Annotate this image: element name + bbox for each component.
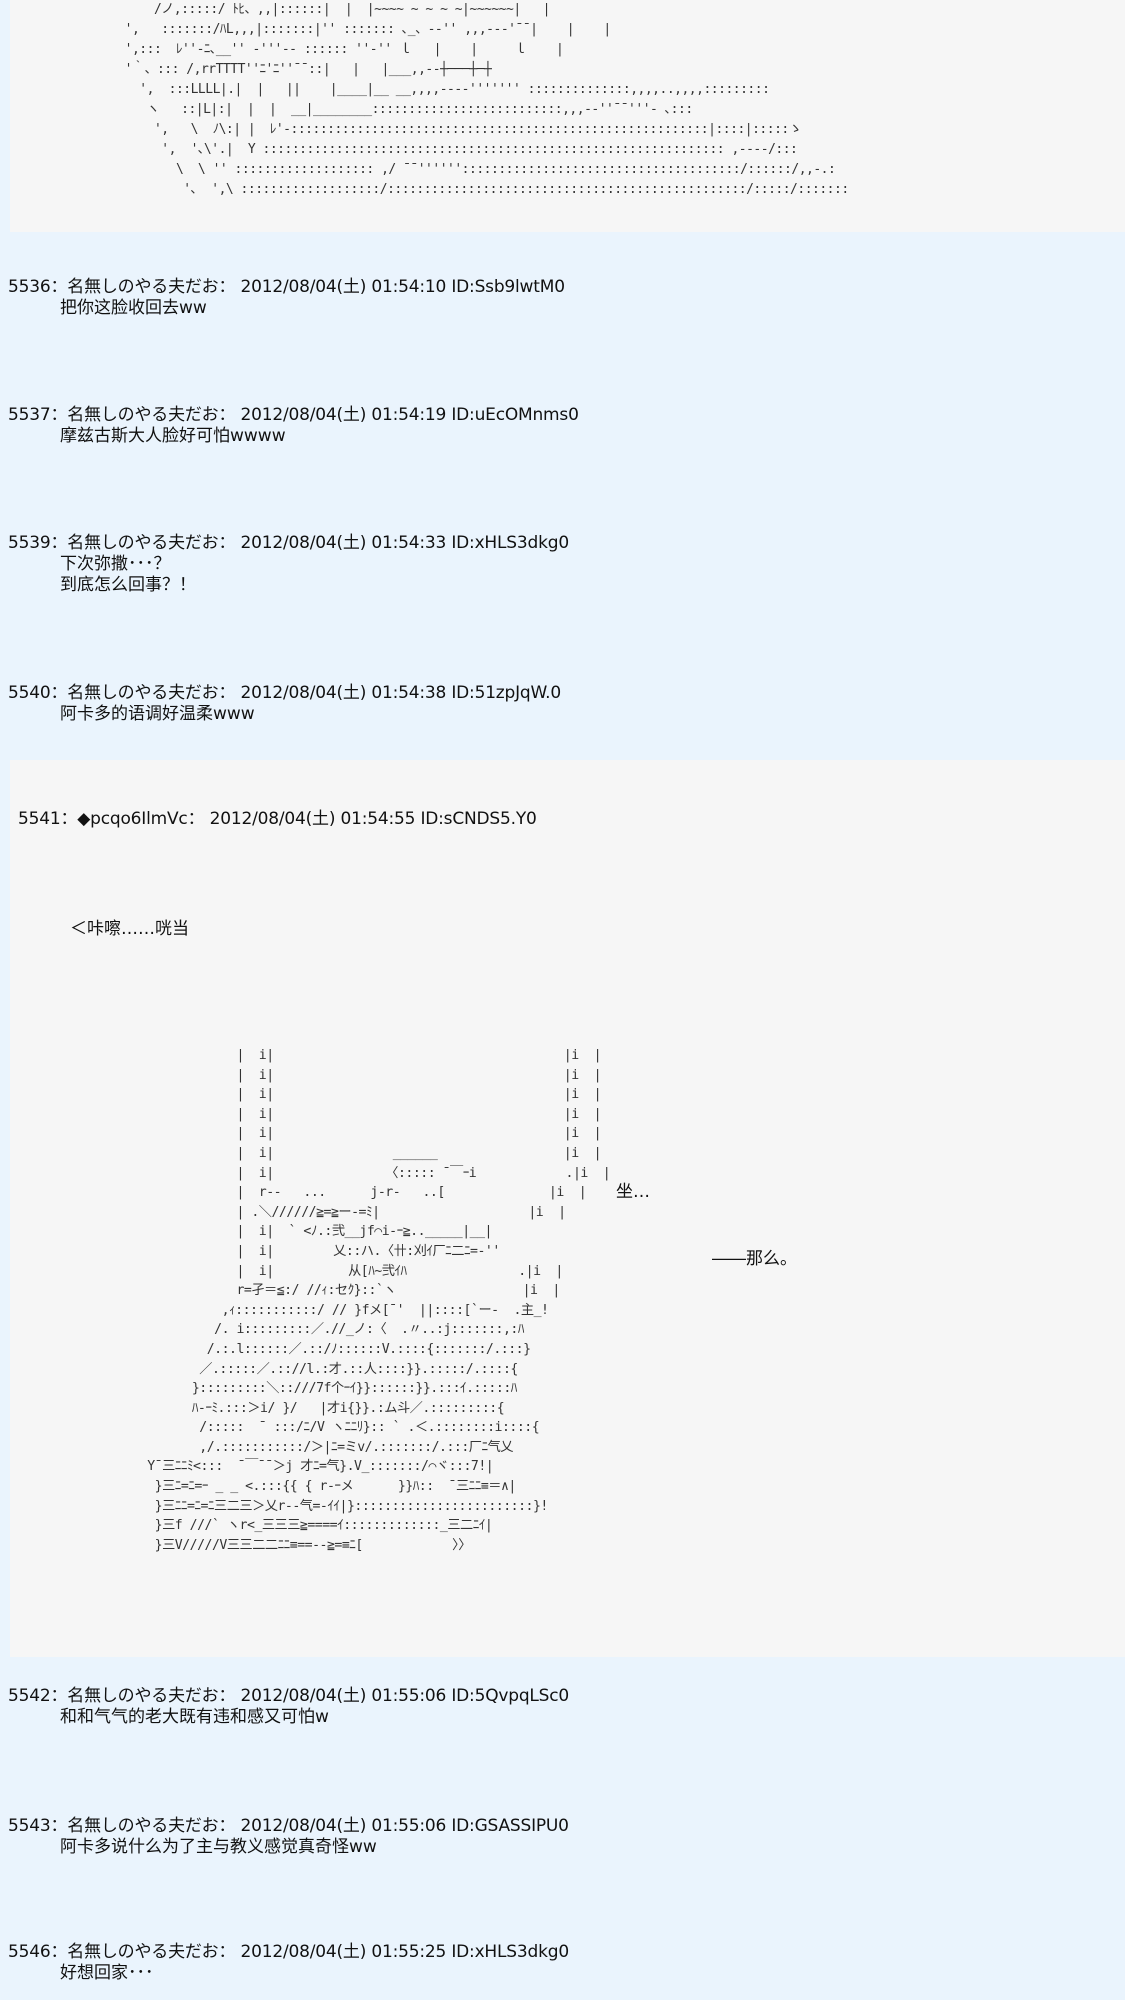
post-header: 5537：名無しのやる夫だお： 2012/08/04(土) 01:54:19 I…: [8, 400, 579, 425]
post-body-line: 阿卡多说什么为了主与教义感觉真奇怪ww: [60, 1837, 377, 1857]
post-5537: 5537：名無しのやる夫だお： 2012/08/04(土) 01:54:19 I…: [0, 374, 1125, 500]
post-id: ID:5QvpqLSc0: [451, 1686, 570, 1706]
post-name: 名無しのやる夫だお: [67, 683, 219, 703]
post-separator: ：: [218, 277, 236, 297]
post-header: 5540：名無しのやる夫だお： 2012/08/04(土) 01:54:38 I…: [8, 678, 561, 703]
post-body-line: 下次弥撒･･･？: [60, 554, 171, 574]
post-header: 5546：名無しのやる夫だお： 2012/08/04(土) 01:55:25 I…: [8, 1937, 569, 1962]
post-body-line: 到底怎么回事？！: [60, 575, 196, 595]
post-separator: ：: [50, 1816, 68, 1836]
post-separator: ：: [218, 1816, 236, 1836]
post-separator: ：: [60, 809, 78, 829]
post-separator: ：: [218, 1942, 236, 1962]
post-separator: ：: [218, 683, 236, 703]
post-number: 5537: [8, 405, 51, 425]
post-number: 5542: [8, 1686, 51, 1706]
post-datetime: 2012/08/04(土) 01:54:38: [240, 683, 447, 703]
post-name: 名無しのやる夫だお: [67, 405, 219, 425]
post-5539: 5539：名無しのやる夫だお： 2012/08/04(土) 01:54:33 I…: [0, 500, 1125, 650]
post-header: 5542：名無しのやる夫だお： 2012/08/04(土) 01:55:06 I…: [8, 1681, 569, 1706]
post-5546: 5546：名無しのやる夫だお： 2012/08/04(土) 01:55:25 I…: [0, 1909, 1125, 2000]
post-separator: ：: [50, 1686, 68, 1706]
post-name: 名無しのやる夫だお: [67, 533, 219, 553]
post-separator: ：: [187, 809, 205, 829]
post-name: ◆pcqo6IlmVc: [77, 809, 188, 829]
post-5536: 5536：名無しのやる夫だお： 2012/08/04(土) 01:54:10 I…: [0, 232, 1125, 374]
post-header: 5539：名無しのやる夫だお： 2012/08/04(土) 01:54:33 I…: [8, 528, 569, 553]
post-id: ID:51zpJqW.0: [451, 683, 562, 703]
post-separator: ：: [50, 683, 68, 703]
ascii-art-main: | i| |i | | i| |i | | i| |i |: [147, 1048, 611, 1553]
post-body-line: 和和气气的老大既有违和感又可怕w: [60, 1707, 329, 1727]
post-number: 5543: [8, 1816, 51, 1836]
post-separator: ：: [218, 1686, 236, 1706]
post-5540: 5540：名無しのやる夫だお： 2012/08/04(土) 01:54:38 I…: [0, 650, 1125, 760]
post-datetime: 2012/08/04(土) 01:54:55: [209, 809, 416, 829]
post-datetime: 2012/08/04(土) 01:55:06: [240, 1686, 447, 1706]
side-text-then: ――那么。: [712, 1249, 797, 1269]
post-separator: ：: [50, 1942, 68, 1962]
post-id: ID:Ssb9lwtM0: [451, 277, 565, 297]
post-number: 5546: [8, 1942, 51, 1962]
aa-post-top: /ノ,:::::/ ﾄﾋ、,,|::::::| | |~~~~ ~ ~ ~ ~|…: [0, 0, 1125, 232]
post-body-line: 阿卡多的语调好温柔www: [60, 704, 255, 724]
post-separator: ：: [50, 277, 68, 297]
post-header: 5541：◆pcqo6IlmVc： 2012/08/04(土) 01:54:55…: [18, 804, 537, 829]
ascii-art-top: /ノ,:::::/ ﾄﾋ、,,|::::::| | |~~~~ ~ ~ ~ ~|…: [124, 2, 850, 197]
post-header: 5543：名無しのやる夫だお： 2012/08/04(土) 01:55:06 I…: [8, 1811, 569, 1836]
post-id: ID:uEcOMnms0: [451, 405, 579, 425]
post-name: 名無しのやる夫だお: [67, 1686, 219, 1706]
post-separator: ：: [218, 533, 236, 553]
post-datetime: 2012/08/04(土) 01:55:25: [240, 1942, 447, 1962]
post-5541: 5541：◆pcqo6IlmVc： 2012/08/04(土) 01:54:55…: [0, 760, 1125, 1657]
post-name: 名無しのやる夫だお: [67, 277, 219, 297]
post-datetime: 2012/08/04(土) 01:54:33: [240, 533, 447, 553]
post-id: ID:xHLS3dkg0: [451, 1942, 569, 1962]
side-text-sit: 坐…: [616, 1182, 650, 1202]
post-id: ID:sCNDS5.Y0: [420, 809, 537, 829]
post-number: 5540: [8, 683, 51, 703]
post-datetime: 2012/08/04(土) 01:55:06: [240, 1816, 447, 1836]
post-separator: ：: [50, 405, 68, 425]
post-id: ID:xHLS3dkg0: [451, 533, 569, 553]
post-body-line: 好想回家･･･: [60, 1963, 154, 1983]
post-separator: ：: [50, 533, 68, 553]
post-name: 名無しのやる夫だお: [67, 1942, 219, 1962]
post-body-line: ＜咔嚓……咣当: [70, 919, 189, 939]
post-body-line: 把你这脸收回去ww: [60, 298, 207, 318]
post-separator: ：: [218, 405, 236, 425]
post-datetime: 2012/08/04(土) 01:54:19: [240, 405, 447, 425]
post-body-line: 摩兹古斯大人脸好可怕wwww: [60, 426, 286, 446]
post-header: 5536：名無しのやる夫だお： 2012/08/04(土) 01:54:10 I…: [8, 272, 565, 297]
post-5543: 5543：名無しのやる夫だお： 2012/08/04(土) 01:55:06 I…: [0, 1783, 1125, 1909]
post-number: 5536: [8, 277, 51, 297]
post-datetime: 2012/08/04(土) 01:54:10: [240, 277, 447, 297]
post-number: 5541: [18, 809, 61, 829]
post-id: ID:GSASSIPU0: [451, 1816, 569, 1836]
post-5542: 5542：名無しのやる夫だお： 2012/08/04(土) 01:55:06 I…: [0, 1657, 1125, 1783]
post-name: 名無しのやる夫だお: [67, 1816, 219, 1836]
post-number: 5539: [8, 533, 51, 553]
